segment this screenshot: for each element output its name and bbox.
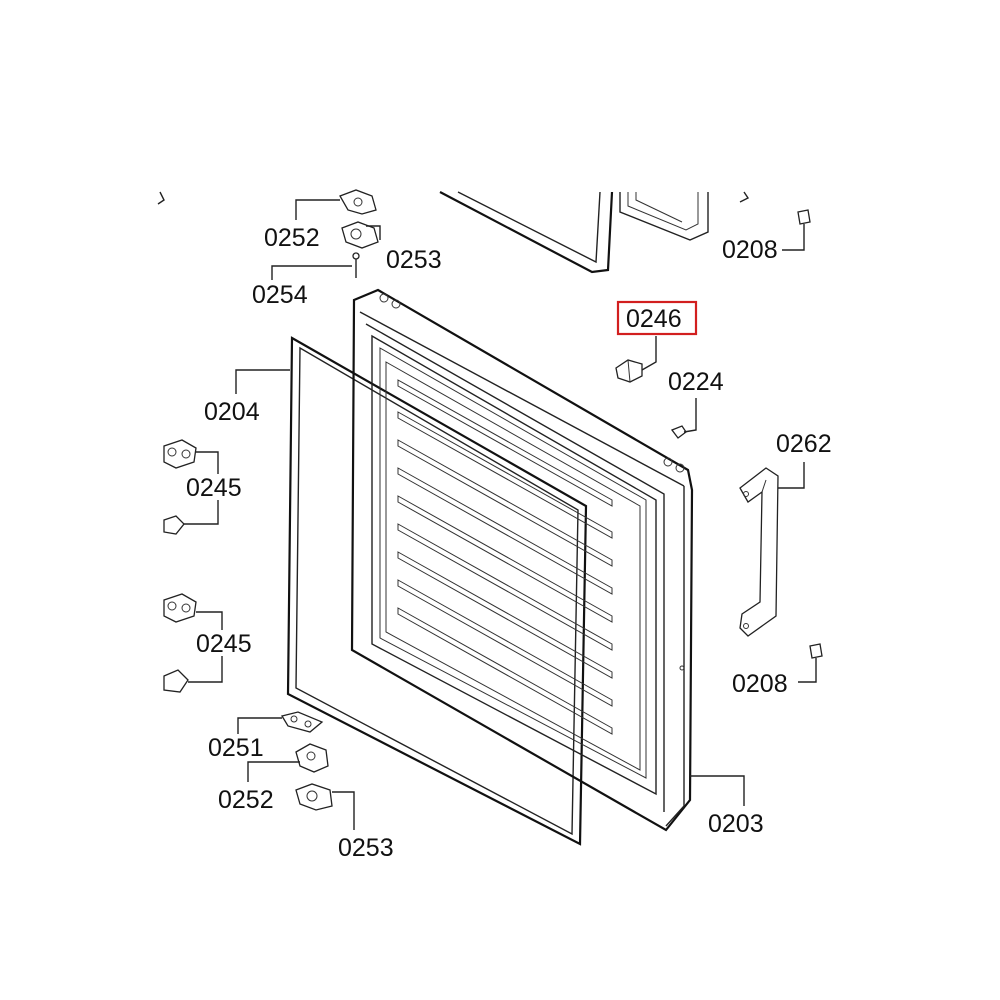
label-0203: 0203 <box>708 810 764 838</box>
upper-door-fragment <box>157 191 750 274</box>
label-0254: 0254 <box>252 281 308 309</box>
label-0245-a: 0245 <box>186 474 242 502</box>
hinge-0252-top <box>339 189 377 215</box>
label-0253-top: 0253 <box>386 246 442 274</box>
clip-0208-bottom <box>809 643 823 659</box>
hinge-cover-0253-top <box>341 221 379 249</box>
label-0246: 0246 <box>626 305 682 333</box>
label-0245-b: 0245 <box>196 630 252 658</box>
label-0251: 0251 <box>208 734 264 762</box>
label-0224: 0224 <box>668 368 724 396</box>
pin-0254 <box>352 252 360 278</box>
highlight-box-0246 <box>616 300 698 336</box>
screw-0224 <box>670 425 687 439</box>
handle-0262 <box>739 467 779 637</box>
label-0252-top: 0252 <box>264 224 320 252</box>
leader-lines <box>184 199 817 830</box>
hinge-0252-bottom <box>295 743 329 773</box>
cap-0246 <box>615 359 643 383</box>
clip-0208-top <box>797 209 811 225</box>
hinge-parts-0245-a <box>163 439 197 535</box>
label-0208-top: 0208 <box>722 236 778 264</box>
label-0262: 0262 <box>776 430 832 458</box>
part-labels: 0252 0253 0254 0208 0246 0224 0204 0245 … <box>186 224 832 862</box>
label-0204: 0204 <box>204 398 260 426</box>
label-0253-bottom: 0253 <box>338 834 394 862</box>
hinge-parts-0245-b <box>163 593 197 693</box>
label-0208-bottom: 0208 <box>732 670 788 698</box>
shim-0251 <box>280 711 324 733</box>
hinge-cover-0253-bottom <box>295 783 333 811</box>
door-gasket-0204 <box>286 336 588 846</box>
freezer-door-0203 <box>350 288 694 832</box>
label-0252-bottom: 0252 <box>218 786 274 814</box>
